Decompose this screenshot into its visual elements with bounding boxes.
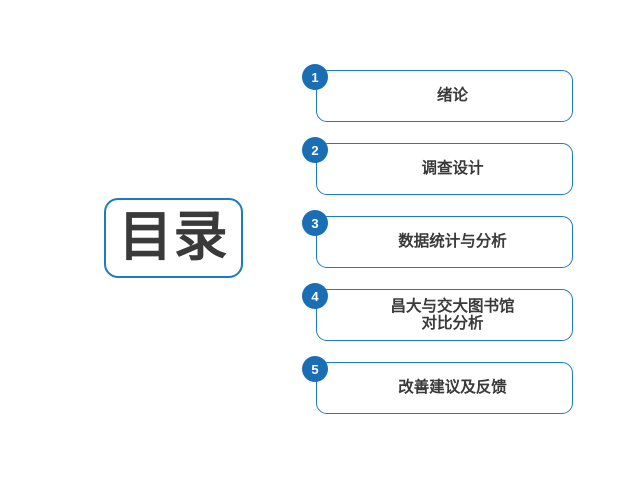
agenda-item-1-label: 绪论 [436,87,468,105]
agenda-list: 绪论 1 调查设计 2 数据统计与分析 3 昌大与交大图书馆 对比分析 4 改善… [302,64,573,414]
agenda-item-3-label: 数据统计与分析 [398,233,507,251]
agenda-item-3-number-badge: 3 [302,210,328,236]
agenda-item-1[interactable]: 绪论 1 [302,64,573,122]
agenda-item-2-number-badge: 2 [302,137,328,163]
agenda-item-4-number-badge: 4 [302,283,328,309]
agenda-item-3-box[interactable]: 数据统计与分析 [316,216,573,268]
agenda-item-3[interactable]: 数据统计与分析 3 [302,210,573,268]
agenda-item-1-box[interactable]: 绪论 [316,70,573,122]
agenda-item-2[interactable]: 调查设计 2 [302,137,573,195]
agenda-item-4-box[interactable]: 昌大与交大图书馆 对比分析 [316,289,573,341]
agenda-item-5-label: 改善建议及反馈 [398,379,507,397]
agenda-item-5-number-badge: 5 [302,356,328,382]
agenda-item-4-label: 昌大与交大图书馆 对比分析 [390,297,515,333]
agenda-item-2-box[interactable]: 调查设计 [316,143,573,195]
agenda-item-1-number-badge: 1 [302,64,328,90]
agenda-item-5[interactable]: 改善建议及反馈 5 [302,356,573,414]
agenda-item-5-box[interactable]: 改善建议及反馈 [316,362,573,414]
agenda-item-4[interactable]: 昌大与交大图书馆 对比分析 4 [302,283,573,341]
contents-title-text: 目录 [118,207,229,267]
contents-title-plate: 目录 [104,198,243,278]
agenda-item-2-label: 调查设计 [421,160,484,178]
